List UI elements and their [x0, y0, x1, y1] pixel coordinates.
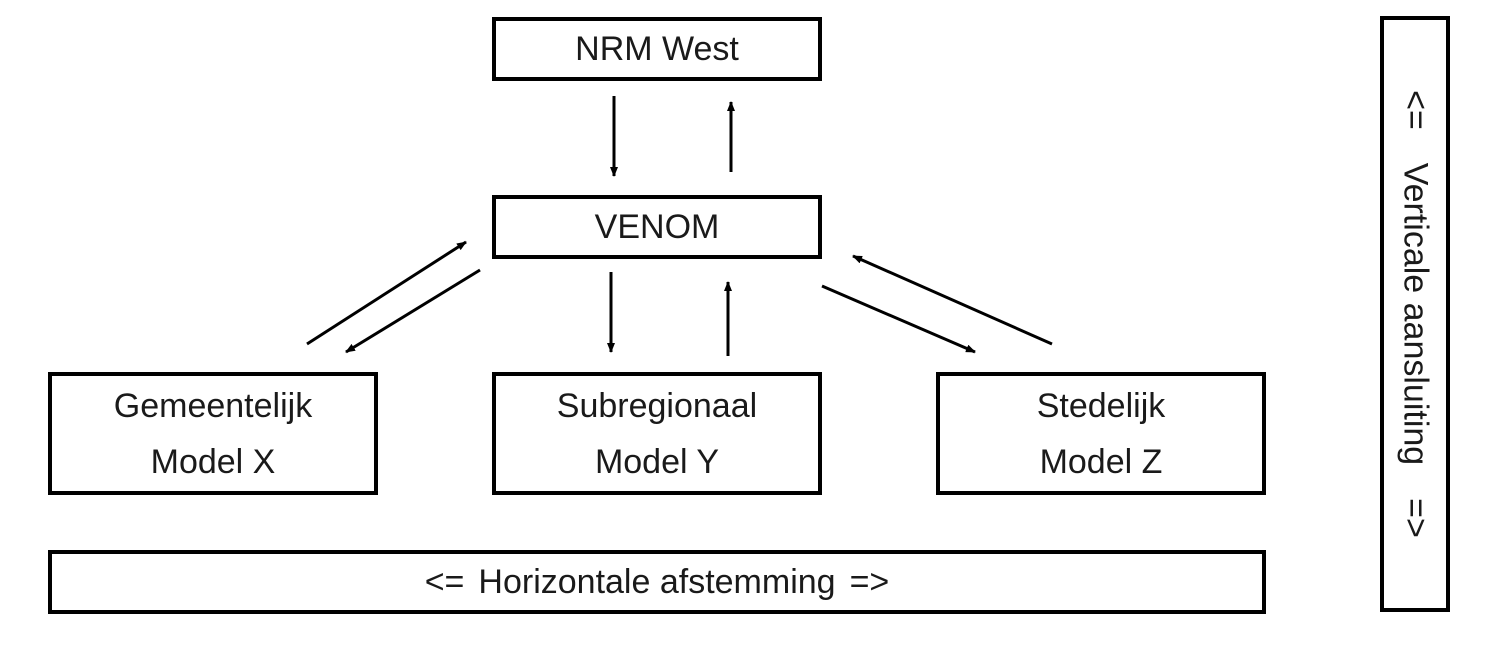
vertical-bar-text: <= Verticale aansluiting => — [1396, 90, 1435, 538]
vertical-connection-bar: <= Verticale aansluiting => — [1380, 16, 1450, 612]
node-model-z-line1: Stedelijk — [1036, 386, 1166, 425]
node-venom-label: VENOM — [594, 208, 720, 246]
arrow-model-x-to-venom — [306, 240, 467, 346]
vertical-bar-left-arrow: <= — [1396, 90, 1435, 130]
node-model-y-line1: Subregionaal — [556, 386, 758, 425]
node-nrm-west: NRM West — [492, 17, 822, 81]
arrow-model-z-to-venom — [852, 254, 1053, 346]
arrow-venom-to-model-x — [345, 268, 481, 354]
vertical-bar-label: Verticale aansluiting — [1396, 162, 1435, 466]
node-model-x-line1: Gemeentelijk — [113, 386, 313, 425]
node-model-x: Gemeentelijk Model X — [48, 372, 378, 495]
node-nrm-west-label: NRM West — [575, 30, 739, 68]
horizontal-bar-label: Horizontale afstemming — [478, 563, 836, 601]
node-model-x-line2: Model X — [150, 442, 276, 481]
node-model-z: Stedelijk Model Z — [936, 372, 1266, 495]
node-model-z-line2: Model Z — [1039, 442, 1163, 481]
node-venom: VENOM — [492, 195, 822, 259]
horizontal-bar-right-arrow: => — [849, 563, 890, 601]
horizontal-alignment-bar: <= Horizontale afstemming => — [48, 550, 1266, 614]
vertical-bar-right-arrow: => — [1396, 498, 1435, 538]
arrow-venom-to-model-z — [821, 284, 976, 354]
horizontal-bar-left-arrow: <= — [424, 563, 465, 601]
node-model-y-line2: Model Y — [594, 442, 720, 481]
node-model-y: Subregionaal Model Y — [492, 372, 822, 495]
